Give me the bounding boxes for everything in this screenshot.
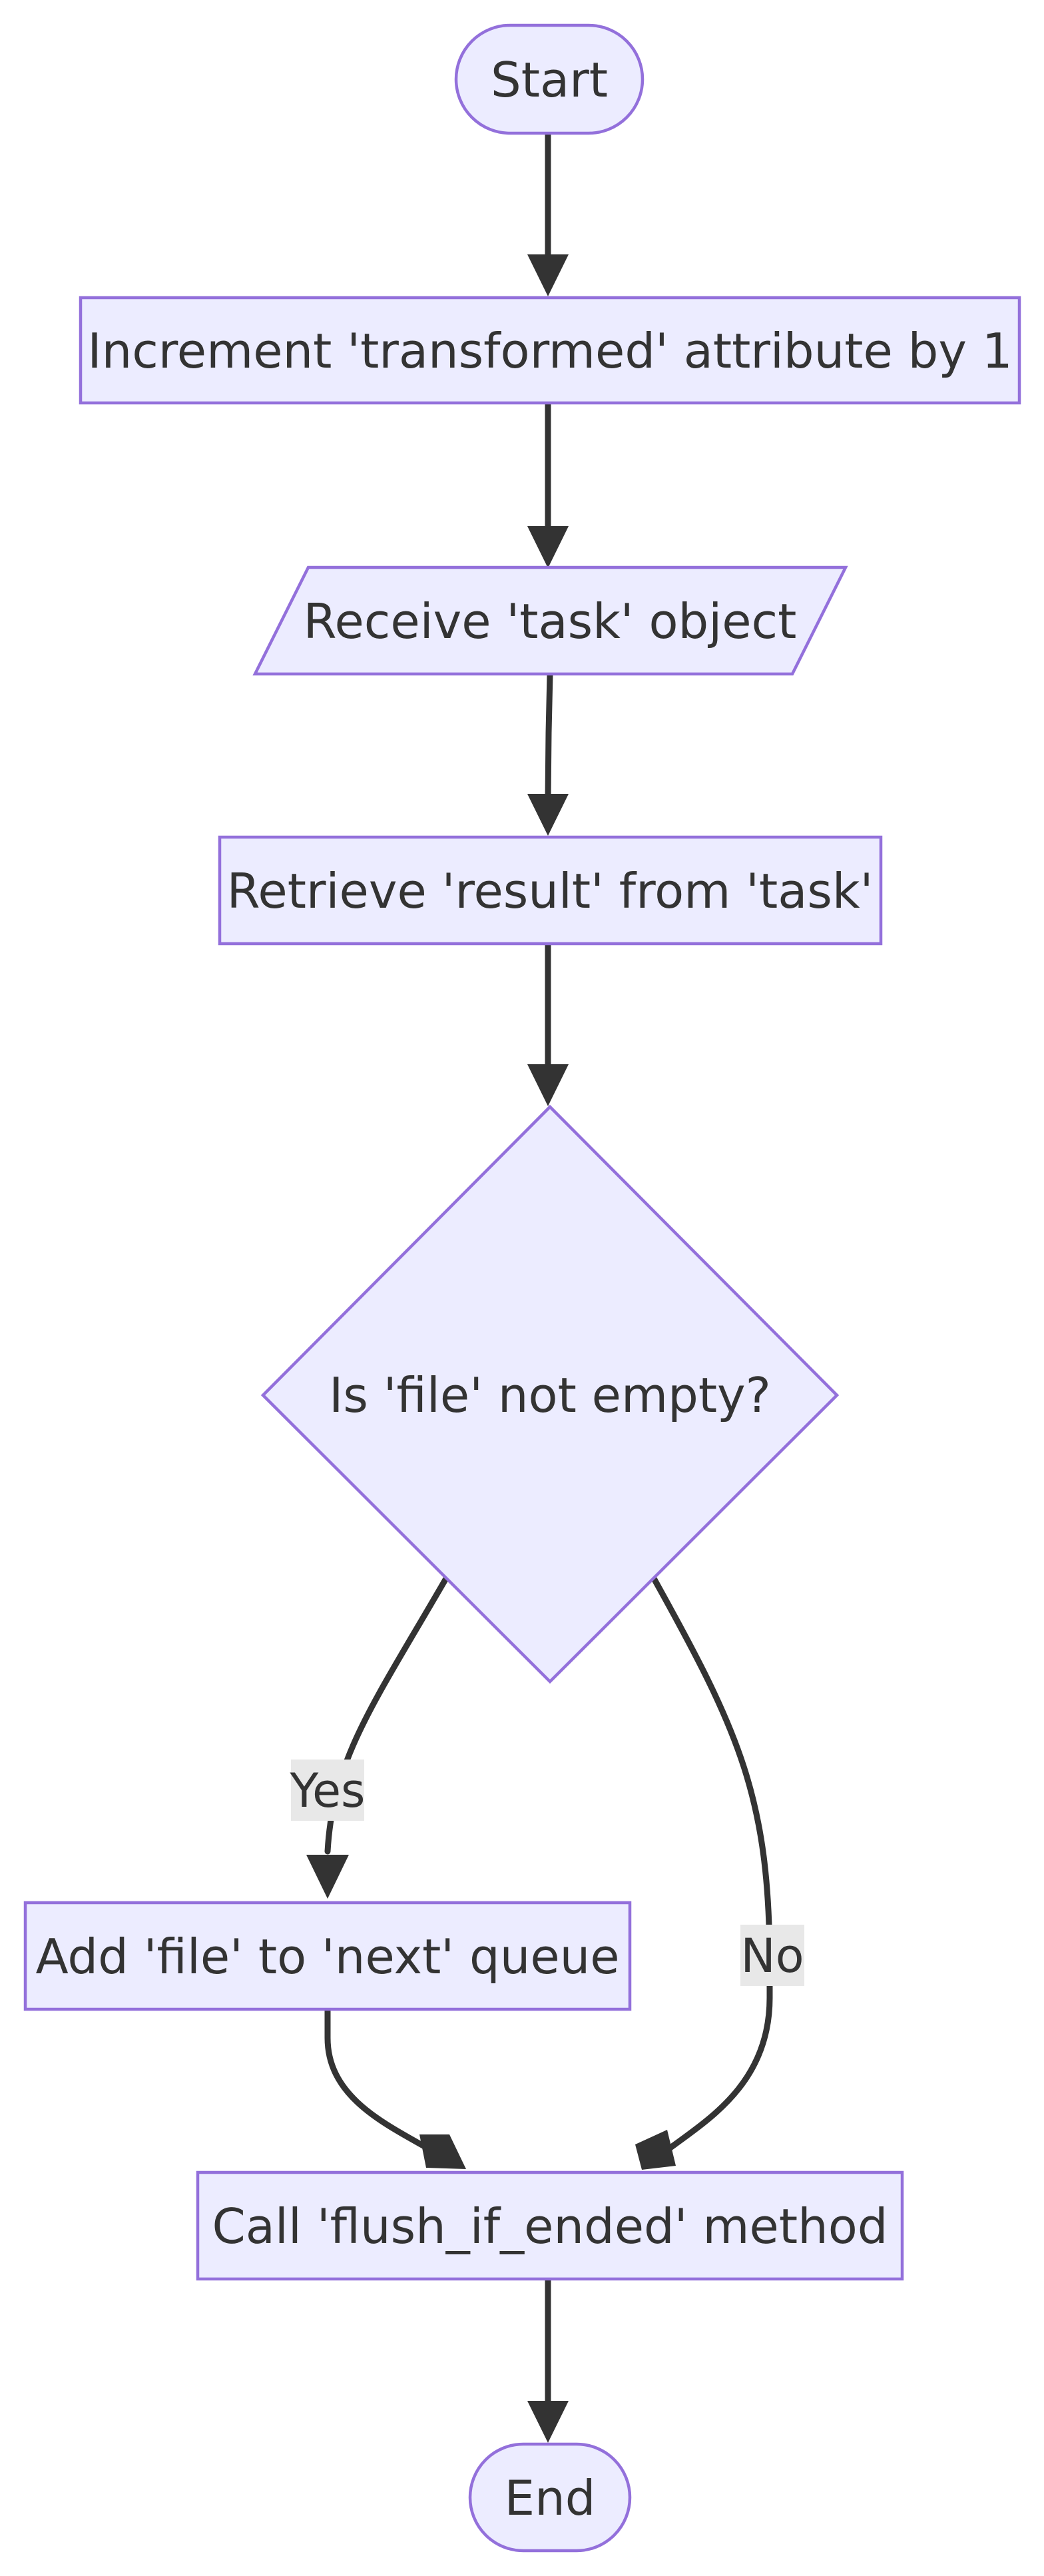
svg-text:Yes: Yes bbox=[290, 1764, 366, 1818]
node-retrieve-result: Retrieve 'result' from 'task' bbox=[218, 835, 883, 946]
svg-text:Add 'file' to 'next' queue: Add 'file' to 'next' queue bbox=[35, 1929, 619, 1985]
node-end: End bbox=[468, 2442, 632, 2553]
node-decision-file-not-empty: Is 'file' not empty? bbox=[260, 1104, 840, 1684]
svg-text:Increment 'transformed' attrib: Increment 'transformed' attribute by 1 bbox=[87, 323, 1012, 379]
edge-increment-to-receive bbox=[527, 400, 569, 568]
svg-text:Call 'flush_if_ended' method: Call 'flush_if_ended' method bbox=[212, 2198, 888, 2254]
edge-decision-to-add-file-yes bbox=[306, 1575, 449, 1899]
svg-text:Retrieve 'result' from 'task': Retrieve 'result' from 'task' bbox=[227, 863, 874, 919]
node-increment: Increment 'transformed' attribute by 1 bbox=[79, 296, 1021, 405]
edge-retrieve-to-decision bbox=[527, 941, 569, 1106]
edge-add-file-to-flush bbox=[324, 2005, 466, 2169]
svg-text:No: No bbox=[740, 1929, 804, 1983]
svg-text:Is 'file' not empty?: Is 'file' not empty? bbox=[329, 1367, 771, 1423]
edge-receive-to-retrieve bbox=[527, 671, 569, 836]
edge-start-to-increment bbox=[527, 131, 569, 296]
edge-decision-to-flush-no bbox=[635, 1575, 773, 2170]
node-start: Start bbox=[454, 23, 645, 135]
edge-flush-to-end bbox=[527, 2276, 569, 2443]
svg-text:Start: Start bbox=[491, 52, 608, 108]
svg-text:Receive 'task' object: Receive 'task' object bbox=[304, 593, 797, 649]
node-flush-if-ended: Call 'flush_if_ended' method bbox=[196, 2170, 904, 2281]
node-receive-task: Receive 'task' object bbox=[252, 565, 848, 676]
edge-label-no: No bbox=[740, 1925, 804, 1986]
edge-label-yes: Yes bbox=[290, 1760, 366, 1821]
node-add-file: Add 'file' to 'next' queue bbox=[23, 1901, 632, 2011]
svg-text:End: End bbox=[505, 2470, 596, 2526]
